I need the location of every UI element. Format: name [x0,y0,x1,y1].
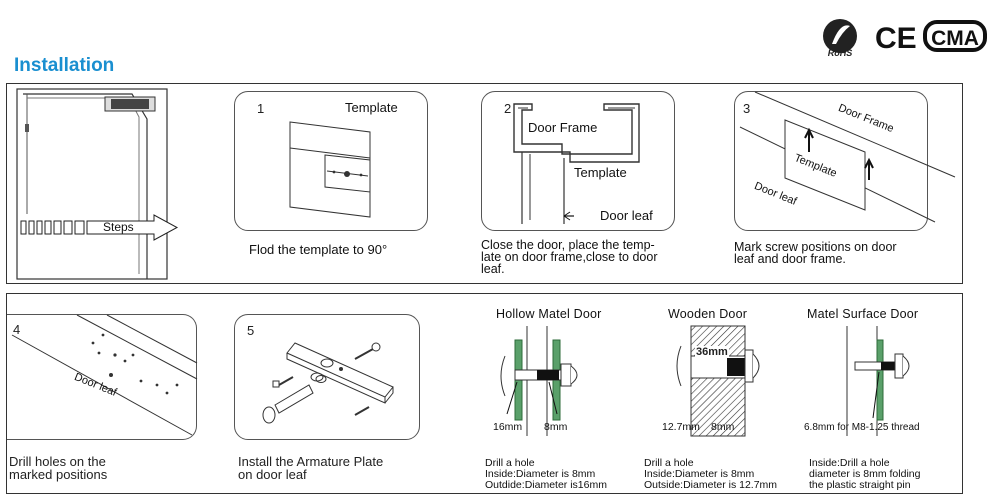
hollow-dim-inner: 8mm [544,421,568,433]
hollow-caption-line: Drill a hole [485,457,535,469]
step5-caption-line: Install the Armature Plate [238,454,384,469]
surface-door-title: Matel Surface Door [807,307,919,321]
drill-drawing [11,314,198,436]
wooden-caption: Drill a hole Inside:Diameter is 8mm Outs… [644,458,777,491]
wooden-depth-label: 36mm [695,346,729,358]
template-drawing [289,121,371,218]
certification-marks: RoHS CE CMA [812,8,992,60]
wooden-dim-inner: 8mm [711,421,735,433]
step5-number: 5 [247,323,255,338]
steps-arrow: Steps [19,214,179,242]
surface-dim: 6.8mm for M8-1.25 thread [804,422,920,433]
wooden-door-title: Wooden Door [668,307,748,321]
wooden-caption-line: Outside:Diameter is 12.7mm [644,479,778,491]
step2-template-label: Template [574,165,627,180]
step3-caption: Mark screw positions on door leaf and do… [734,240,954,266]
step1-card: 1 Template [234,91,428,231]
hollow-caption-line: Outdide:Diameter is16mm [485,479,607,491]
hollow-caption-line: Inside:Diameter is 8mm [485,468,596,480]
marking-drawing [739,91,956,223]
step2-caption: Close the door, place the temp- late on … [481,238,696,276]
step3-card: 3 Door Frame Template Door leaf [734,91,956,231]
section-title: Installation [14,55,115,76]
step3-caption-line: Mark screw positions on door [734,240,897,254]
step3-number: 3 [743,101,751,116]
surface-door-drawing [846,326,910,436]
step2-caption-line: leaf. [481,262,505,276]
steps-label: Steps [103,220,134,234]
cma-mark-icon: CMA [923,20,987,52]
wooden-dim-outer: 12.7mm [662,421,700,433]
armature-plate-drawing [262,342,394,424]
step4-card: 4 Door leaf [7,314,198,440]
cma-label: CMA [931,27,979,50]
surface-caption-line: Inside:Drill a hole [809,457,890,469]
step2-frame-label: Door Frame [528,120,598,135]
step2-caption-line: late on door frame,close to door [481,250,658,264]
hollow-door-title: Hollow Matel Door [496,307,602,321]
step3-caption-line: leaf and door frame. [734,252,846,266]
step4-caption: Drill holes on the marked positions [9,455,107,481]
top-panel: Steps 1 Template Flod the template to 90… [6,83,963,284]
hollow-caption: Drill a hole Inside:Diameter is 8mm Outd… [485,458,607,491]
step4-caption-line: marked positions [9,467,108,482]
step2-leaf-label: Door leaf [600,208,653,223]
hollow-door-drawing [500,326,578,436]
step5-caption-line: on door leaf [238,467,307,482]
surface-caption: Inside:Drill a hole diameter is 8mm fold… [809,458,920,491]
step1-caption: Flod the template to 90° [249,242,388,257]
step1-title: Template [345,100,398,115]
step2-card: 2 Door Frame Template Door leaf [481,91,675,231]
rohs-label: RoHS [828,48,853,58]
door-illustration [16,88,168,280]
step5-caption: Install the Armature Plate on door leaf [238,455,383,481]
wooden-door-drawing [676,325,760,437]
wooden-caption-line: Inside:Diameter is 8mm [644,468,755,480]
bottom-panel: 4 Door leaf Drill holes on the marked po… [6,293,963,494]
ce-label: CE [875,22,917,55]
step5-card: 5 [234,314,420,440]
ce-mark-icon: CE [875,22,917,55]
step4-caption-line: Drill holes on the [9,454,106,469]
door-frame-drawing [513,103,640,224]
step1-number: 1 [257,101,265,116]
hollow-dim-outer: 16mm [493,421,523,433]
rohs-icon: RoHS [823,19,857,58]
step2-caption-line: Close the door, place the temp- [481,238,655,252]
step4-number: 4 [13,322,21,337]
surface-caption-line: diameter is 8mm folding [809,468,921,480]
step2-number: 2 [504,101,512,116]
wooden-caption-line: Drill a hole [644,457,694,469]
surface-caption-line: the plastic straight pin [809,479,911,491]
